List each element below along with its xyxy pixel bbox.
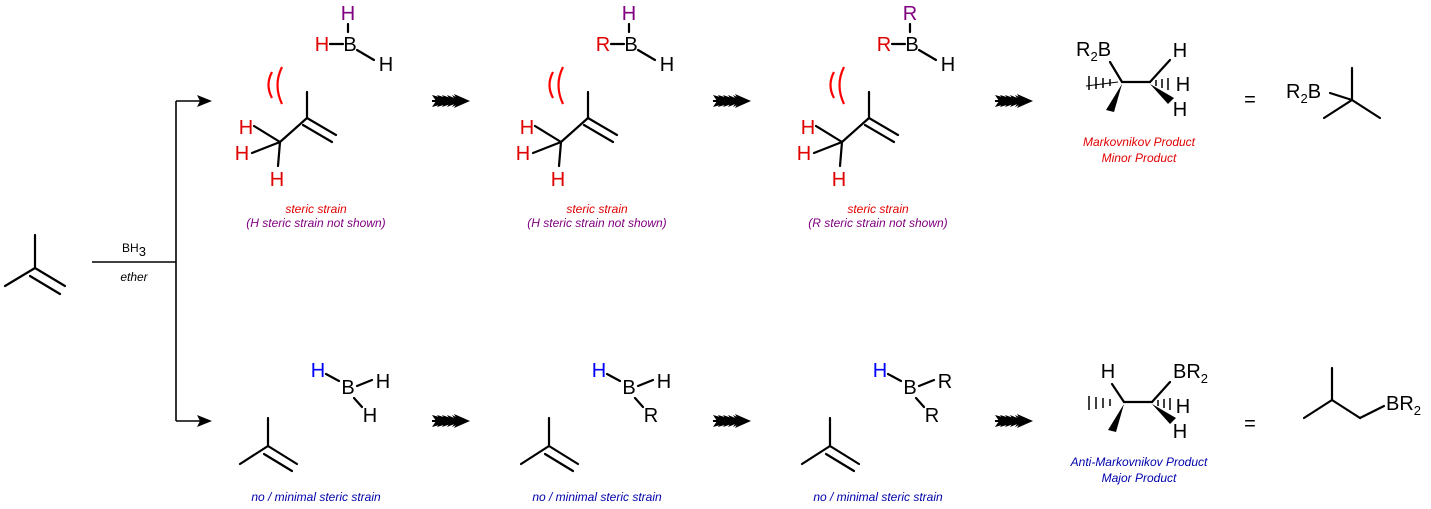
h-atom: H [941,54,955,76]
boron-atom: B [905,34,918,56]
h-atom: H [379,54,393,76]
h-atom-blue: H [311,360,325,382]
multistep-arrow [713,94,751,108]
steric-arc [276,66,283,105]
r-group: R [938,371,952,393]
top-transition-3: H H H R R B H [797,3,955,191]
caption-no-strain: no / minimal steric strain [251,490,381,504]
h-atom: H [832,169,846,191]
steric-arc [829,71,835,99]
h-atom: H [520,117,534,139]
caption-steric-note: (R steric strain not shown) [808,216,947,230]
h-atom: H [270,169,284,191]
h-atom-purple: H [622,3,636,25]
major-product-caption: Major Product [1102,471,1177,485]
h-atom: H [516,143,530,165]
solvent-ether: ether [120,270,148,284]
h-atom: H [239,117,253,139]
multistep-arrow [995,414,1033,428]
h-atom-blue: H [873,360,887,382]
caption-steric-note: (H steric strain not shown) [527,216,666,230]
h-atom: H [1176,396,1190,418]
multistep-arrow [432,94,470,108]
caption-no-strain: no / minimal steric strain [532,490,662,504]
multistep-arrow [713,414,751,428]
anti-markovnikov-product-3d: H BR2 H H [1088,361,1208,443]
r-group-red: R [877,34,891,56]
h-atom: H [363,405,377,427]
caption-steric: steric strain [847,202,909,216]
multistep-arrow [995,94,1033,108]
h-atom-purple: H [341,3,355,25]
r2b-label: R2B [1286,81,1321,106]
top-transition-2: H H H H R B H [516,3,674,191]
steric-arc [267,71,273,99]
h-atom-blue: H [592,360,606,382]
isobutylene-start [3,233,67,296]
top-transition-1: H H H H H B H [235,3,393,191]
caption-steric: steric strain [285,202,347,216]
r2b-label: R2B [1076,39,1111,64]
wedge-bond [1152,404,1176,424]
markovnikov-caption: Markovnikov Product [1083,135,1196,149]
multistep-arrows [432,94,1033,428]
h-atom: H [1176,74,1190,96]
minor-product-caption: Minor Product [1102,151,1177,165]
r-group-purple: R [903,3,917,25]
steric-arc [548,71,554,99]
equals-sign: = [1244,413,1256,435]
reaction-split-arrow [92,95,212,427]
boron-atom: B [624,34,637,56]
steric-arc [838,66,845,105]
caption-steric-note: (H steric strain not shown) [246,216,385,230]
h-atom: H [660,54,674,76]
wedge-bond [1106,84,1122,112]
boron-atom: B [343,34,356,56]
multistep-arrow [432,414,470,428]
wedge-bond [1108,404,1124,432]
r-group-red: R [596,34,610,56]
reagent-bh3: BH3 [122,241,146,259]
h-atom: H [1173,40,1187,62]
h-atom: H [1101,361,1115,383]
h-atom: H [1173,421,1187,443]
h-atom: H [235,143,249,165]
equals-sign: = [1244,89,1256,111]
caption-steric: steric strain [566,202,628,216]
markovnikov-product-3d: R2B H H H [1076,39,1190,121]
dash-bond [1088,396,1111,410]
dash-bond [1157,398,1171,410]
steric-arc [557,66,564,105]
anti-markovnikov-product-skeletal: BR2 [1302,366,1421,420]
h-atom: H [551,169,565,191]
h-atom: H [657,371,671,393]
h-atom: H [376,371,390,393]
markovnikov-product-skeletal: R2B [1286,66,1382,120]
r-group: R [925,405,939,427]
caption-no-strain: no / minimal steric strain [813,490,943,504]
bottom-transition-1: H B H H [238,360,390,473]
h-atom-red: H [315,34,329,56]
boron-atom: B [341,377,354,399]
boron-atom: B [903,377,916,399]
boron-atom: B [622,377,635,399]
h-atom: H [1173,99,1187,121]
br2-label: BR2 [1173,361,1208,386]
dash-bond [1155,78,1169,90]
dash-bond [1085,76,1119,90]
bottom-transition-2: H B H R [519,360,671,473]
anti-markovnikov-caption: Anti-Markovnikov Product [1070,455,1208,469]
h-atom: H [797,143,811,165]
br2-label: BR2 [1386,393,1421,418]
r-group: R [644,405,658,427]
h-atom: H [801,117,815,139]
wedge-bond [1150,84,1174,104]
bottom-transition-3: H B R R [800,360,952,473]
